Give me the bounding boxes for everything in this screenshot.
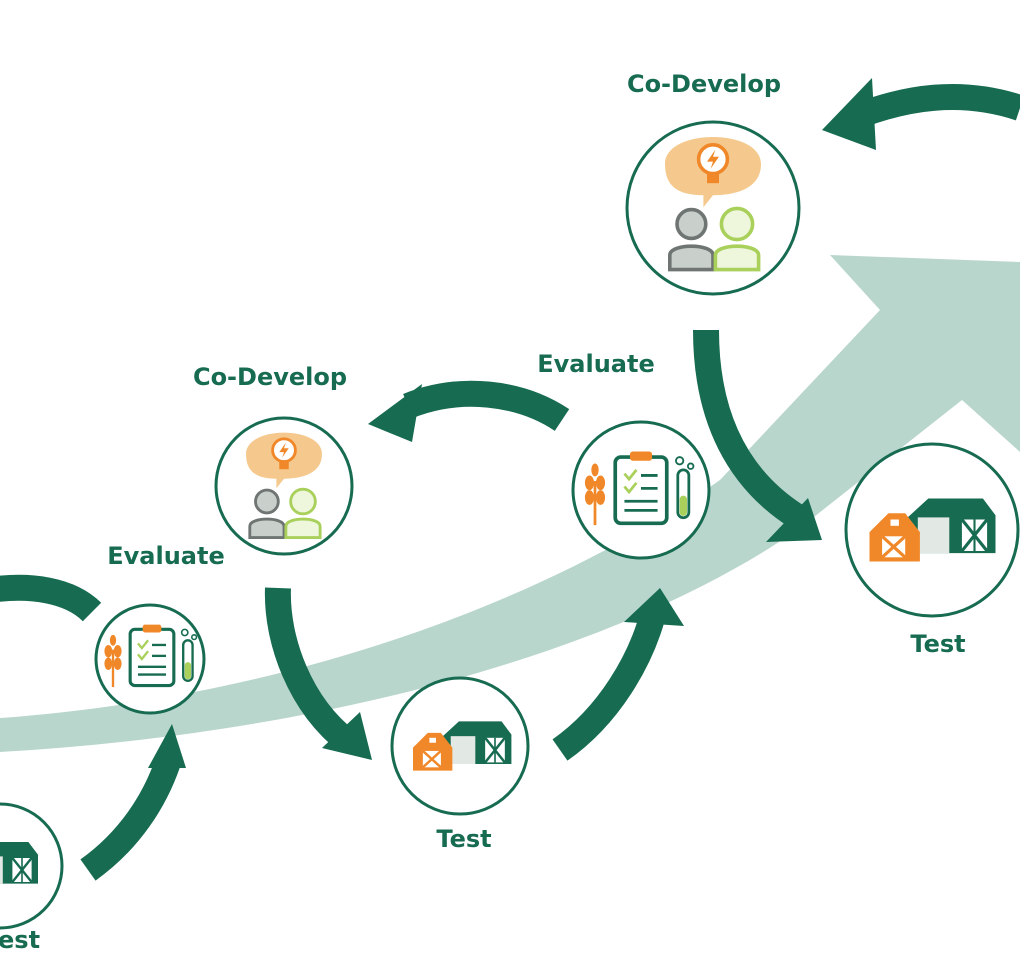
station-test-right bbox=[844, 442, 1020, 618]
arrow-top-loop bbox=[853, 84, 1020, 129]
arrow-head-test-to-evaluate bbox=[624, 588, 684, 626]
station-test-mid bbox=[390, 676, 530, 816]
arrow-head-codevelop-top-to-test bbox=[766, 498, 822, 542]
station-test-left bbox=[0, 802, 64, 930]
arrow-heads bbox=[148, 78, 876, 768]
arrow-test-to-evaluate bbox=[552, 614, 665, 761]
arrow-codevelop-to-test bbox=[264, 587, 357, 753]
label-codevelop-mid: Co-Develop bbox=[193, 363, 347, 391]
label-evaluate-mid: Evaluate bbox=[537, 350, 655, 378]
cycle-arrows bbox=[0, 84, 1020, 881]
arrow-left-up bbox=[80, 757, 181, 881]
arrow-head-evaluate-to-codevelop bbox=[368, 384, 422, 442]
station-evaluate-left bbox=[94, 603, 206, 715]
arrow-head-top-loop bbox=[822, 78, 876, 150]
progress-arrow bbox=[0, 255, 1020, 752]
arrow-evaluate-to-codevelop bbox=[403, 380, 570, 432]
arrow-head-left-up bbox=[148, 724, 186, 768]
label-test-right: Test bbox=[910, 630, 965, 658]
label-test-left: est bbox=[0, 926, 40, 954]
arrow-codevelop-top-to-test bbox=[693, 329, 804, 527]
label-codevelop-top: Co-Develop bbox=[627, 70, 781, 98]
label-evaluate-left: Evaluate bbox=[107, 542, 225, 570]
arrow-left-top bbox=[0, 574, 102, 622]
station-codevelop-top bbox=[625, 120, 801, 296]
arrow-head-codevelop-to-test bbox=[322, 712, 372, 760]
label-test-mid: Test bbox=[436, 825, 491, 853]
station-codevelop-mid bbox=[214, 416, 354, 556]
station-evaluate-mid bbox=[571, 420, 711, 560]
